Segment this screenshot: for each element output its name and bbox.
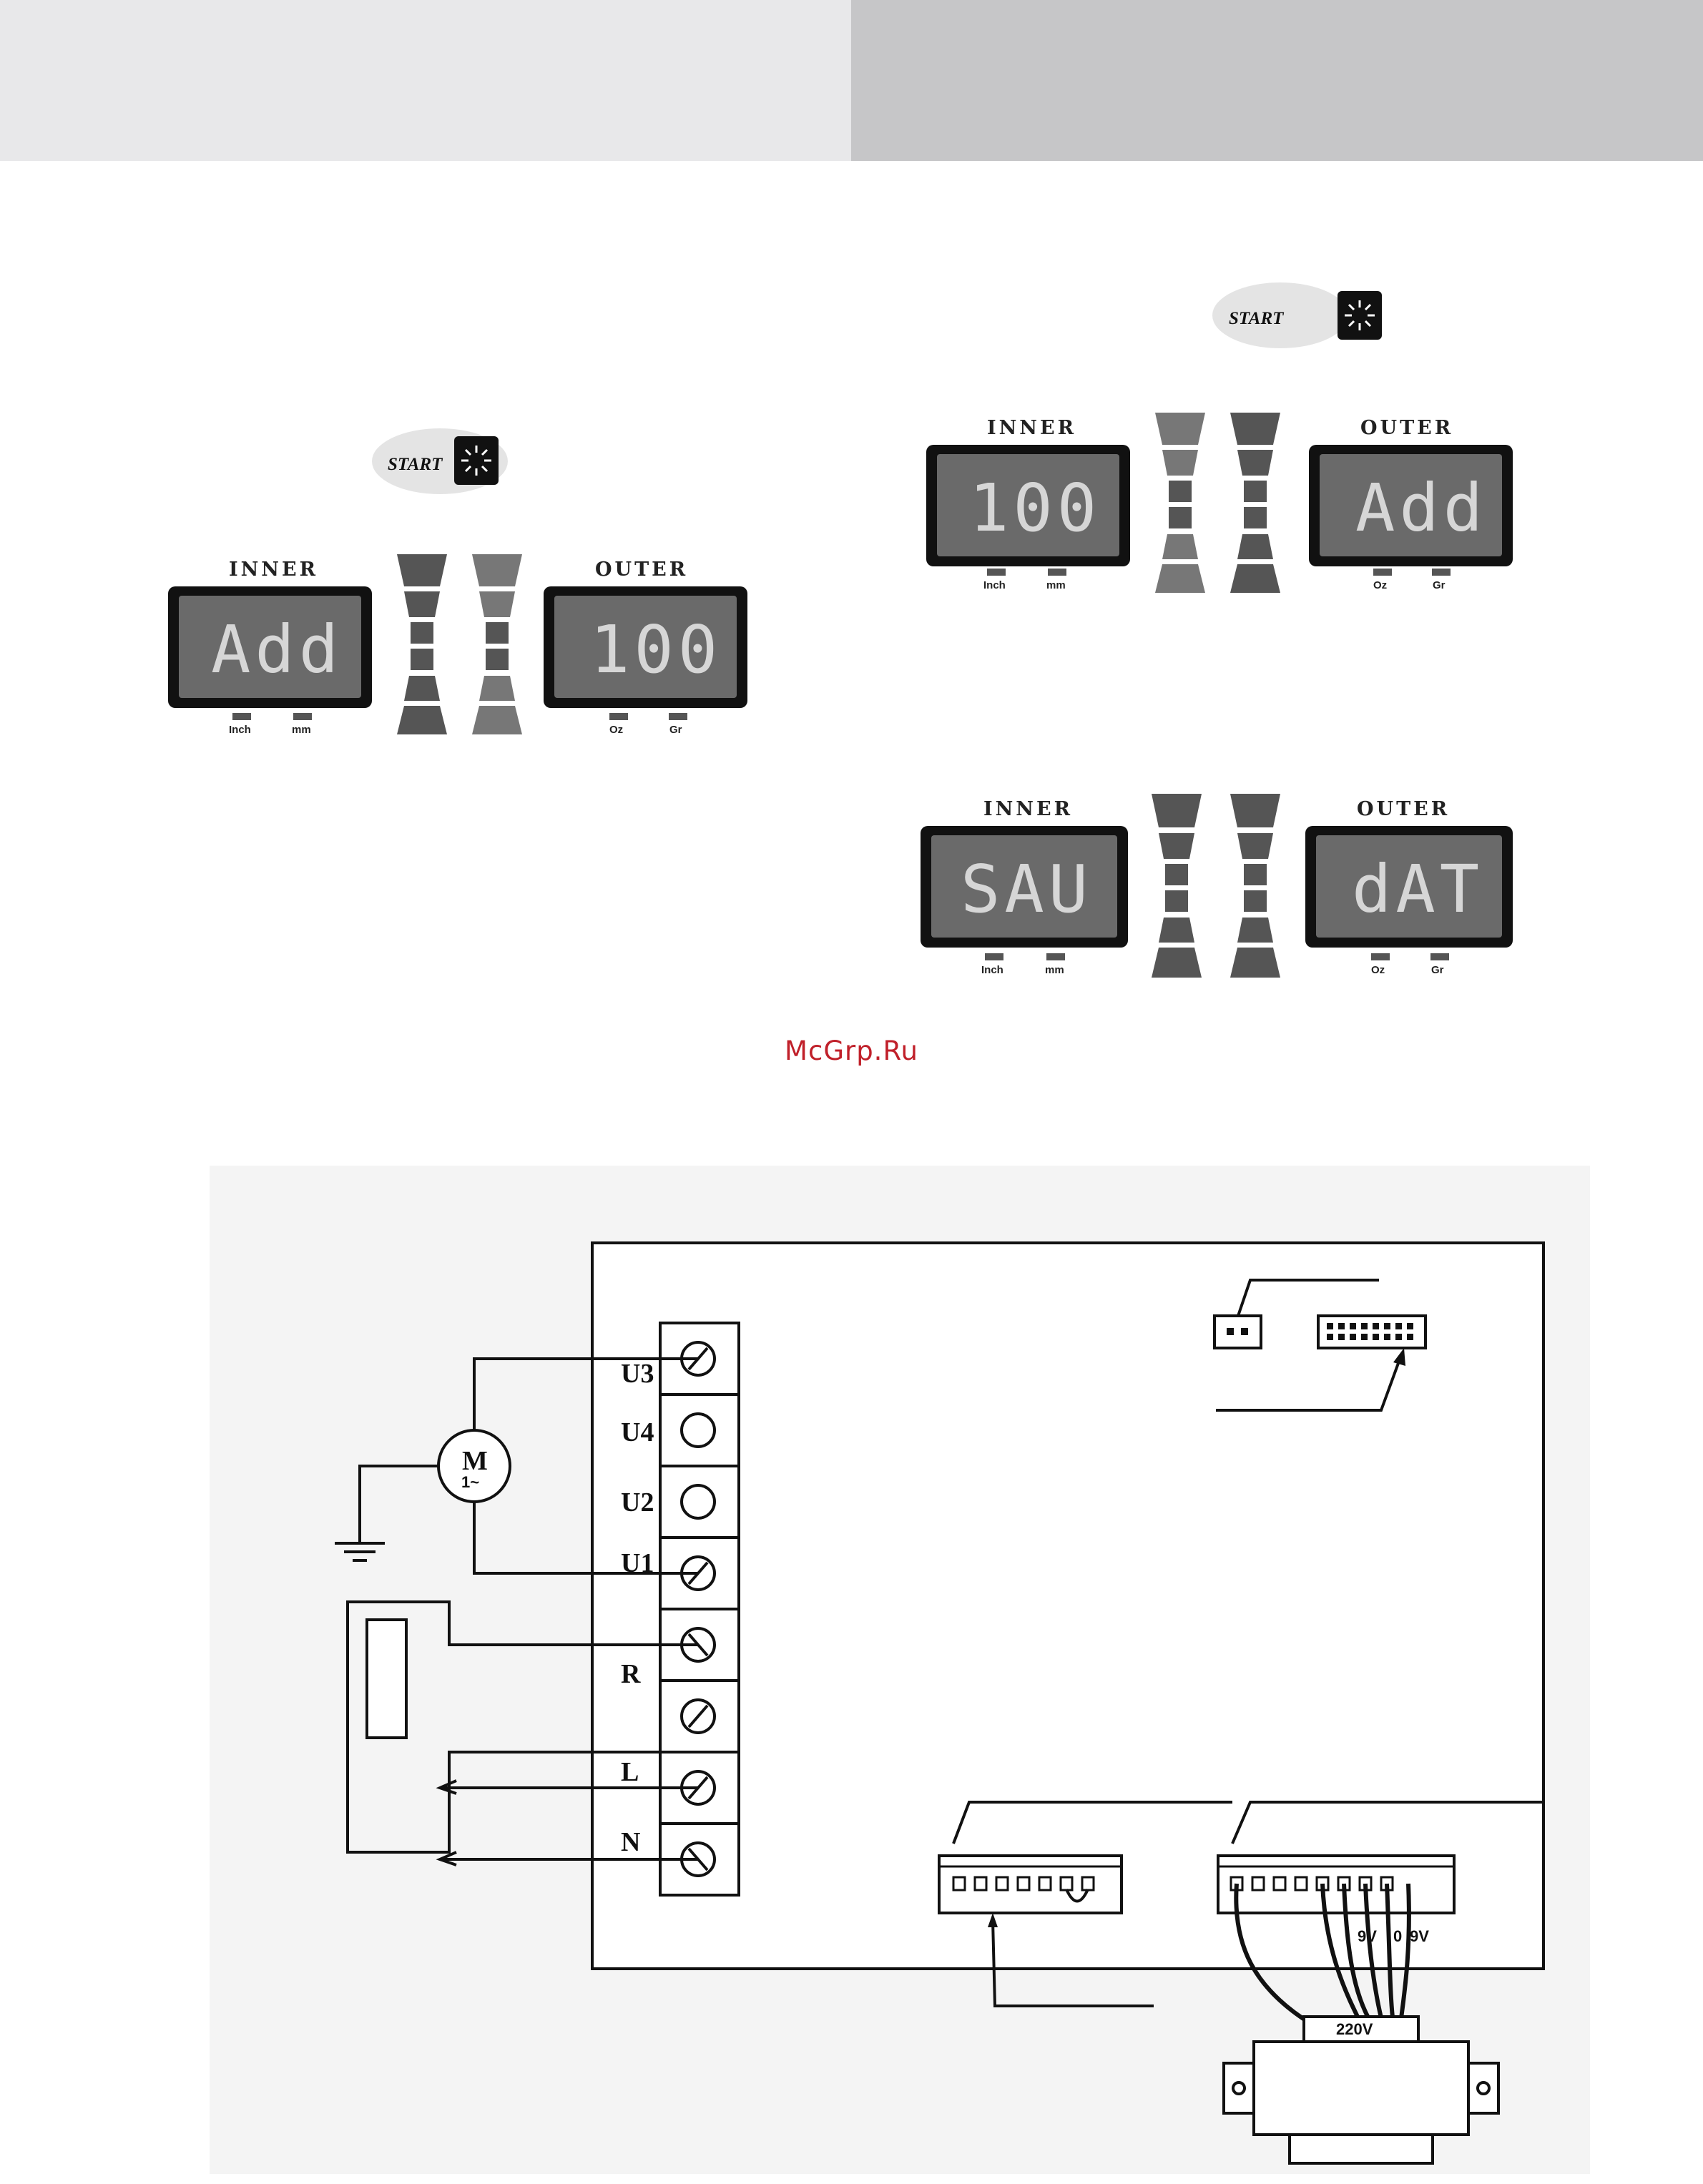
inner-title: INNER [983, 798, 1073, 820]
inch-led [985, 953, 1003, 960]
inner-title: INNER [987, 417, 1076, 439]
inner-display: Add [168, 586, 372, 708]
start-label: START [1229, 309, 1285, 328]
terminal-label-u3: U3 [621, 1359, 654, 1389]
gr-led [1432, 569, 1451, 576]
inch-led [987, 569, 1006, 576]
mm-label: mm [1046, 579, 1066, 591]
transformer-label: 220V [1336, 2020, 1373, 2038]
outer-title: OUTER [595, 559, 688, 581]
inch-label: Inch [981, 964, 1003, 976]
gr-label: Gr [1433, 579, 1446, 591]
resistor [367, 1620, 406, 1738]
voltage-label-9v-right: 9V [1410, 1927, 1429, 1945]
gr-led [669, 713, 687, 720]
balance-indicator-left [1152, 794, 1202, 978]
outer-display-value: dAT [1352, 851, 1483, 928]
oz-led [1371, 953, 1390, 960]
outer-title: OUTER [1357, 798, 1450, 820]
inner-title: INNER [229, 559, 318, 581]
outer-title: OUTER [1360, 417, 1453, 439]
oz-label: Oz [609, 724, 623, 736]
start-button[interactable]: START [1212, 282, 1382, 348]
balance-indicator-right [1230, 413, 1280, 593]
outer-display: 100 [544, 586, 747, 708]
oz-label: Oz [1373, 579, 1387, 591]
mm-label: mm [1045, 964, 1064, 976]
inner-display-value: SAU [961, 851, 1092, 928]
inner-display-value: Add [211, 611, 343, 688]
mm-led [293, 713, 312, 720]
display-panel-2: START INNER 100 Inch mm [923, 261, 1516, 597]
motor-phase-label: 1~ [461, 1473, 479, 1491]
motor-symbol: M 1~ [438, 1430, 510, 1502]
wiring-diagram: U3 U4 U2 U1 R L N M 1~ [210, 1166, 1590, 2178]
start-button[interactable]: START [372, 428, 508, 494]
terminal-label-n: N [621, 1827, 640, 1857]
inner-display-value: 100 [969, 470, 1101, 546]
balance-indicator-right [1230, 794, 1280, 978]
oz-label: Oz [1371, 964, 1385, 976]
watermark: McGrp.Ru [0, 1036, 1703, 1066]
mm-label: mm [292, 724, 311, 736]
terminal-label-l: L [621, 1757, 639, 1787]
header-band-right [851, 0, 1703, 161]
terminal-block [660, 1323, 739, 1895]
outer-display-value: Add [1355, 470, 1487, 546]
outer-display-value: 100 [590, 611, 722, 688]
motor-label: M [462, 1446, 488, 1476]
gr-label: Gr [1431, 964, 1444, 976]
display-panel-1: START INNER Add Inch mm [165, 404, 751, 740]
display-panel-3: INNER SAU Inch mm OUTER [919, 640, 1520, 983]
gr-label: Gr [669, 724, 682, 736]
outer-display: Add [1309, 445, 1513, 566]
inch-label: Inch [983, 579, 1006, 591]
header-band-left [0, 0, 851, 161]
voltage-label-0: 0 [1393, 1927, 1402, 1945]
outer-display: dAT [1305, 826, 1513, 948]
oz-led [609, 713, 628, 720]
gr-led [1430, 953, 1449, 960]
inner-display: 100 [926, 445, 1130, 566]
terminal-label-u4: U4 [621, 1417, 654, 1447]
balance-indicator-right [472, 554, 522, 734]
inch-led [232, 713, 251, 720]
mm-led [1046, 953, 1065, 960]
inch-label: Inch [229, 724, 251, 736]
terminal-label-u2: U2 [621, 1487, 654, 1518]
start-label: START [388, 455, 443, 474]
inner-display: SAU [921, 826, 1128, 948]
terminal-label-r: R [621, 1659, 641, 1689]
balance-indicator-left [1155, 413, 1205, 593]
balance-indicator-left [397, 554, 447, 734]
mm-led [1048, 569, 1066, 576]
oz-led [1373, 569, 1392, 576]
